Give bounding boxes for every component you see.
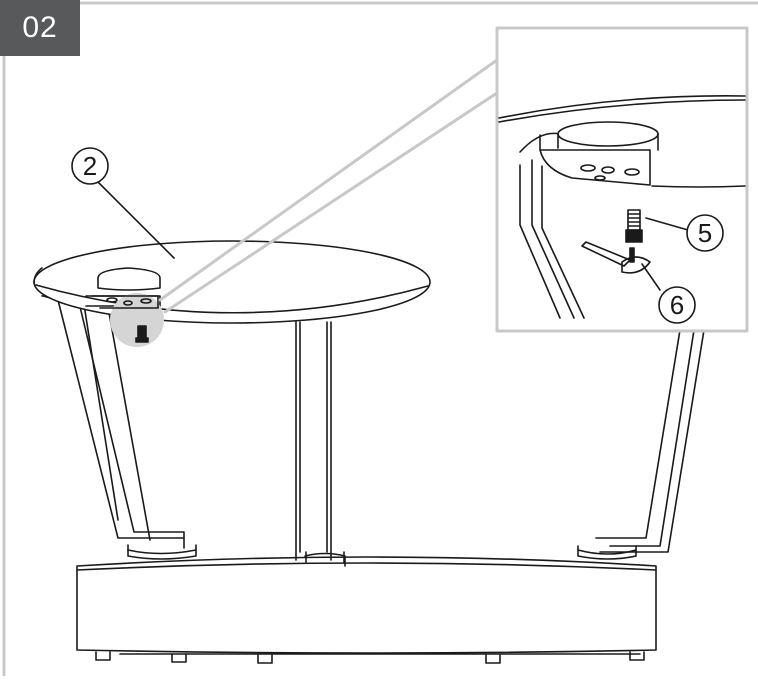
callout-2: 2 — [71, 147, 109, 185]
callout-6-label: 6 — [670, 290, 684, 320]
step-number-badge: 02 — [0, 0, 80, 56]
leader-lines — [97, 181, 689, 291]
bolt — [625, 209, 643, 243]
callout-2-label: 2 — [83, 151, 97, 181]
zoom-connector — [158, 58, 499, 314]
callout-5: 5 — [686, 214, 724, 252]
right-leg — [577, 329, 705, 560]
allen-key — [581, 241, 651, 274]
center-pole — [295, 321, 345, 563]
magnifier-circle — [91, 293, 164, 347]
table-top — [33, 240, 431, 324]
detail-inset — [495, 26, 749, 333]
callout-6: 6 — [658, 286, 696, 324]
round-base — [76, 552, 657, 664]
callout-5-label: 5 — [698, 218, 712, 248]
